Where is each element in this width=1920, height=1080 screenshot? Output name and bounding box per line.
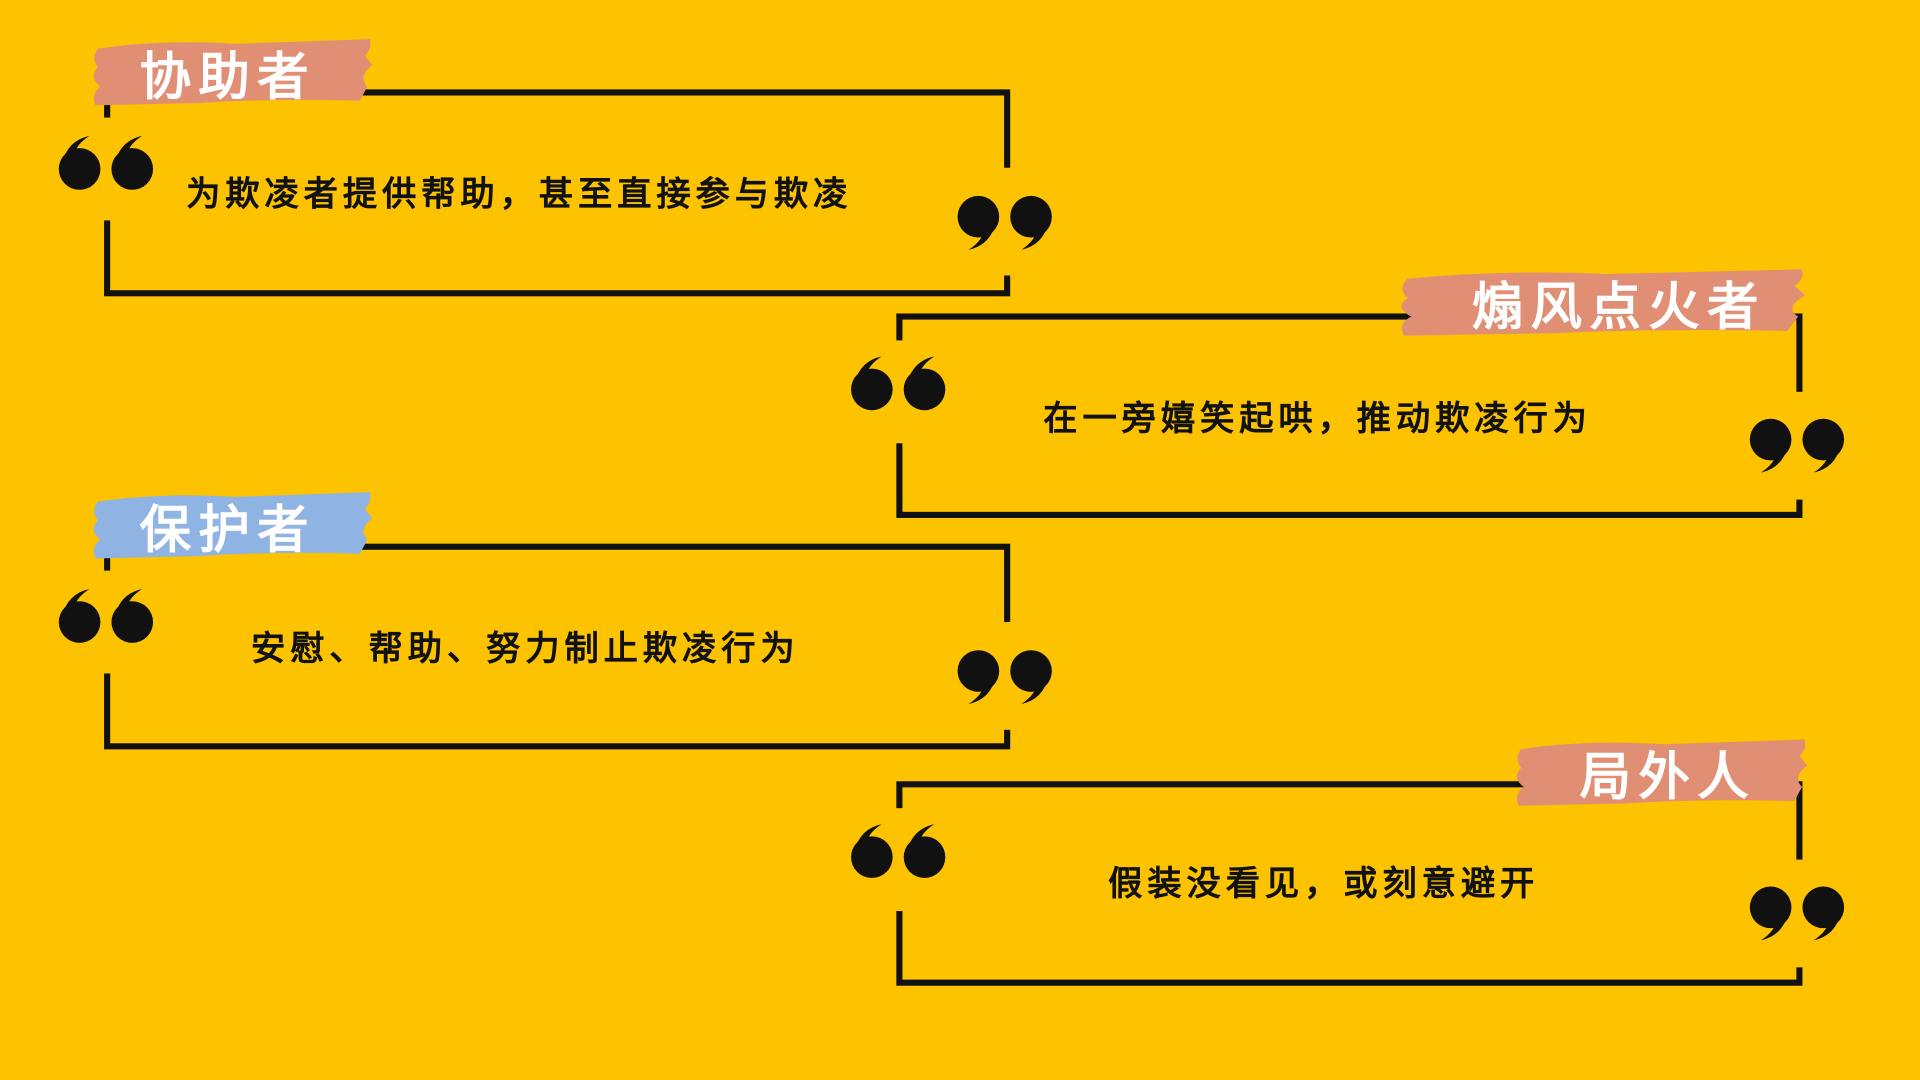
open-quote-icon [851, 356, 946, 411]
role-label: 局外人 [1511, 737, 1812, 808]
role-label: 煽风点火者 [1393, 267, 1812, 338]
role-description: 安慰、帮助、努力制止欺凌行为 [251, 628, 800, 669]
role-label-text: 煽风点火者 [1471, 276, 1766, 337]
open-quote-icon [58, 588, 154, 643]
role-label-text: 协助者 [139, 45, 316, 106]
open-quote-icon [58, 135, 154, 190]
close-quote-icon [957, 650, 1052, 705]
role-label: 保护者 [88, 490, 377, 561]
close-quote-icon [1749, 418, 1845, 473]
open-quote-icon [851, 824, 946, 878]
close-quote-icon [1749, 886, 1845, 941]
role-description: 在一旁嬉笑起哄，推动欺凌行为 [1043, 397, 1592, 439]
role-label-text: 局外人 [1579, 746, 1756, 807]
close-quote-icon [957, 195, 1052, 250]
role-description: 假装没看见，或刻意避开 [1108, 863, 1540, 904]
role-label: 协助者 [88, 37, 377, 108]
role-description: 为欺凌者提供帮助，甚至直接参与欺凌 [186, 173, 853, 215]
role-label-text: 保护者 [139, 498, 316, 559]
